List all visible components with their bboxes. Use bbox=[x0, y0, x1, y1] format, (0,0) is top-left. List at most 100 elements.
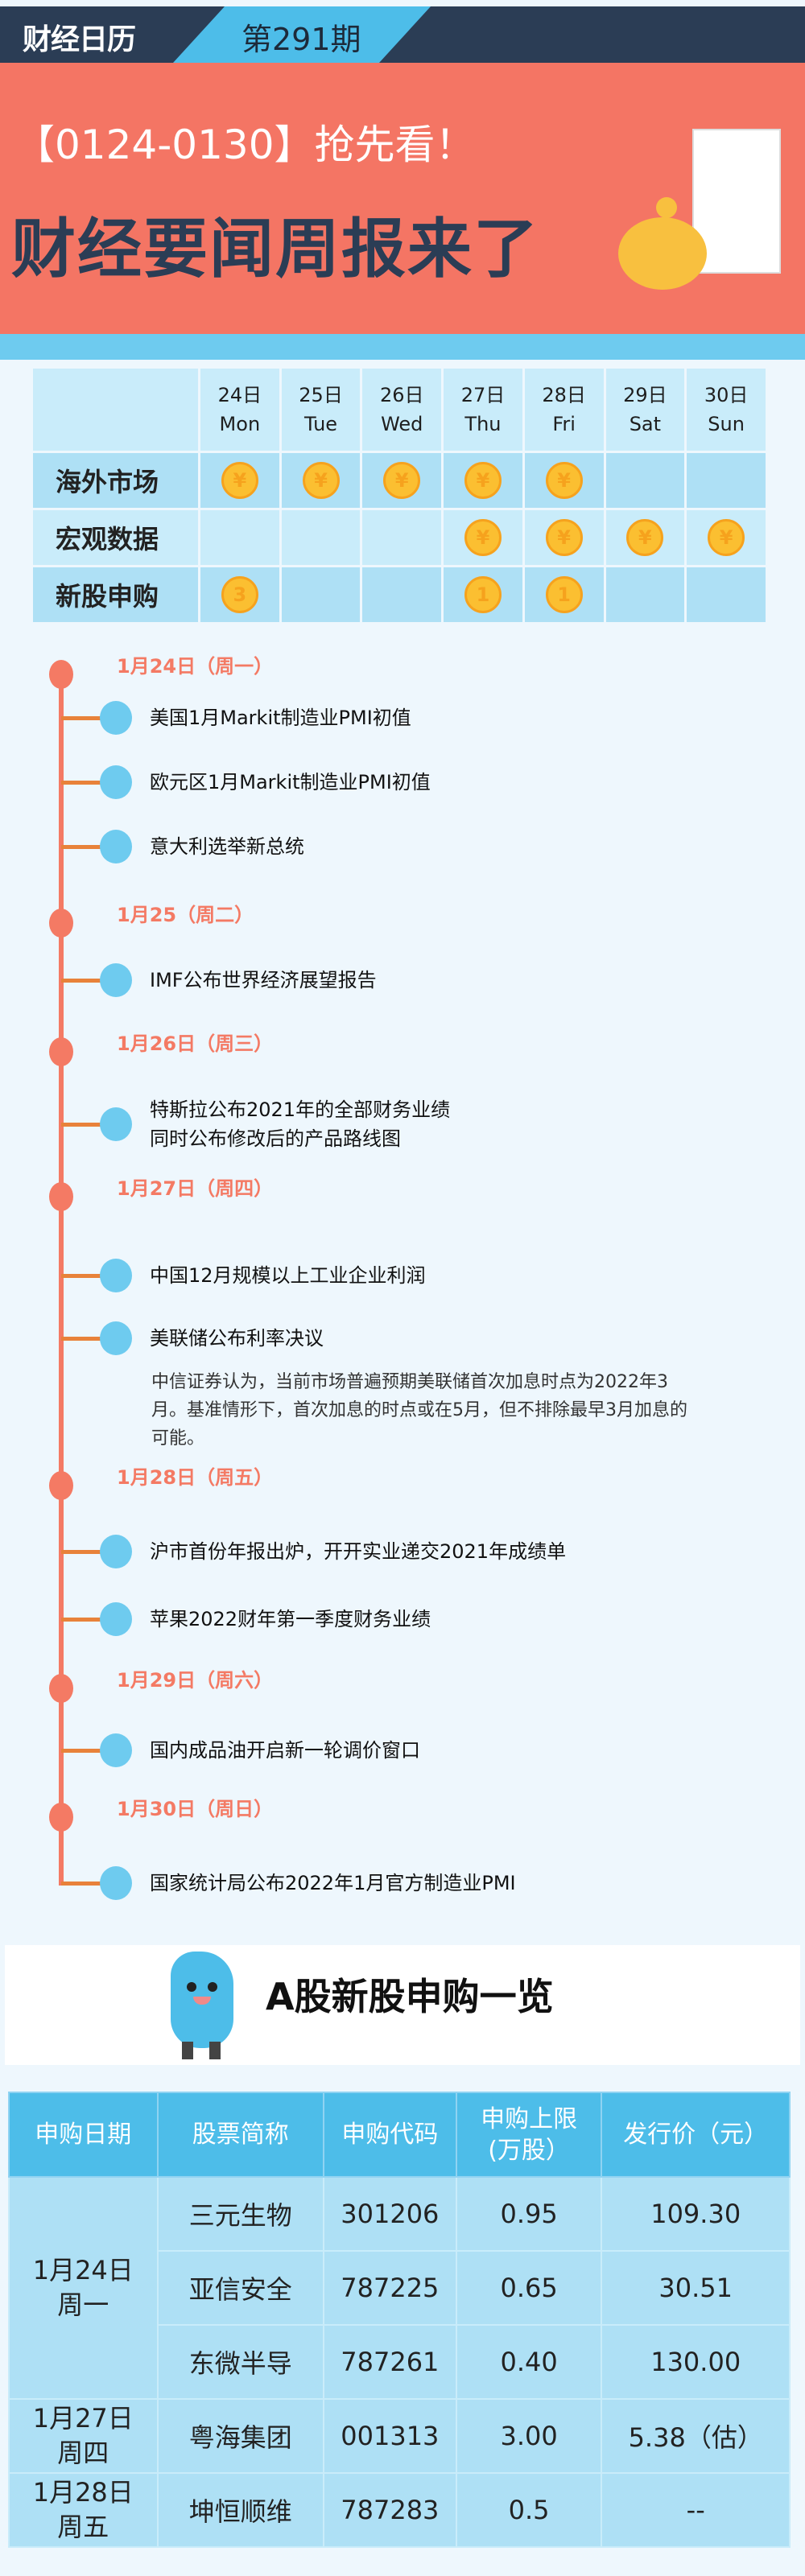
count-coin: 1 bbox=[464, 576, 502, 613]
event-text: 美国1月Markit制造业PMI初值 bbox=[150, 707, 411, 729]
column-header: 申购代码 bbox=[322, 2092, 457, 2178]
stock-name: 三元生物 bbox=[156, 2176, 324, 2252]
event-note: 中信证券认为，当前市场普遍预期美联储首次加息时点为2022年3月。基准情形下，首… bbox=[151, 1372, 687, 1449]
event-marker bbox=[100, 830, 132, 863]
calendar-cell bbox=[605, 567, 685, 622]
subscription-limit: 0.5 bbox=[455, 2472, 603, 2548]
calendar-cell bbox=[281, 510, 361, 565]
column-header: 申购日期 bbox=[8, 2092, 159, 2178]
count-coin: 1 bbox=[545, 576, 583, 613]
calendar-cell: ¥ bbox=[281, 453, 361, 508]
connector bbox=[61, 1337, 105, 1341]
connector bbox=[61, 1550, 105, 1554]
calendar-cell: ¥ bbox=[524, 453, 604, 508]
calendar-row: 宏观数据 ¥ ¥ ¥ ¥ bbox=[33, 510, 766, 565]
date-marker bbox=[49, 1803, 73, 1832]
date-marker bbox=[49, 1471, 73, 1500]
day-date: 24日 bbox=[217, 384, 262, 406]
issue-price: 130.00 bbox=[601, 2324, 791, 2400]
date-label: 1月26日（周三） bbox=[117, 1032, 274, 1055]
event-marker bbox=[100, 1259, 132, 1292]
day-header: 29日 Sat bbox=[605, 369, 685, 451]
calendar-cell: ¥ bbox=[362, 453, 442, 508]
subscription-date: 1月27日 周四 bbox=[8, 2398, 159, 2474]
date-label: 1月28日（周五） bbox=[117, 1466, 274, 1489]
divider-stripe bbox=[0, 334, 805, 360]
timeline-line bbox=[59, 674, 64, 1886]
event-marker bbox=[100, 1535, 132, 1568]
yen-coin-icon: ¥ bbox=[464, 519, 502, 556]
yen-coin-icon: ¥ bbox=[545, 519, 583, 556]
calendar-cell bbox=[687, 567, 766, 622]
yen-coin-icon: ¥ bbox=[383, 462, 421, 499]
calendar-cell: ¥ bbox=[444, 453, 522, 508]
row-label: 宏观数据 bbox=[33, 510, 198, 565]
stock-code: 787283 bbox=[322, 2472, 457, 2548]
event-marker bbox=[100, 1733, 132, 1767]
brand-logo: 财经日历 bbox=[23, 23, 136, 56]
column-header: 股票简称 bbox=[156, 2092, 324, 2178]
connector bbox=[61, 781, 105, 785]
ipo-banner bbox=[5, 1945, 800, 2065]
ipo-title: A股新股申购一览 bbox=[266, 1975, 554, 2018]
yen-coin-icon: ¥ bbox=[545, 462, 583, 499]
event-text: 中国12月规模以上工业企业利润 bbox=[150, 1264, 426, 1287]
day-header: 27日 Thu bbox=[444, 369, 522, 451]
connector bbox=[61, 1274, 105, 1278]
calendar-cell: ¥ bbox=[687, 510, 766, 565]
yen-coin-icon: ¥ bbox=[626, 519, 664, 556]
calendar-cell: ¥ bbox=[524, 510, 604, 565]
connector bbox=[61, 1618, 105, 1622]
subscription-limit: 0.65 bbox=[455, 2250, 603, 2326]
event-marker bbox=[100, 1107, 132, 1141]
connector bbox=[61, 1749, 105, 1753]
calendar-cell bbox=[200, 510, 279, 565]
subscription-limit: 3.00 bbox=[455, 2398, 603, 2474]
newspaper-icon bbox=[692, 129, 781, 274]
event-marker bbox=[100, 1602, 132, 1636]
stock-name: 坤恒顺维 bbox=[156, 2472, 324, 2548]
event-text: 特斯拉公布2021年的全部财务业绩 同时公布修改后的产品路线图 bbox=[150, 1098, 451, 1150]
day-date: 29日 bbox=[623, 384, 667, 406]
yen-coin-icon: ¥ bbox=[302, 462, 340, 499]
issue-tab bbox=[173, 6, 431, 63]
stock-name: 东微半导 bbox=[156, 2324, 324, 2400]
event-marker bbox=[100, 701, 132, 735]
date-marker bbox=[49, 1182, 73, 1211]
day-of-week: Thu bbox=[464, 413, 502, 435]
calendar-cell bbox=[605, 453, 685, 508]
event-text: 意大利选举新总统 bbox=[150, 835, 304, 858]
stock-code: 787225 bbox=[322, 2250, 457, 2326]
date-label: 1月27日（周四） bbox=[117, 1177, 274, 1200]
day-of-week: Fri bbox=[552, 413, 576, 435]
day-header: 28日 Fri bbox=[524, 369, 604, 451]
calendar-cell bbox=[281, 567, 361, 622]
event-text: 国家统计局公布2022年1月官方制造业PMI bbox=[150, 1872, 516, 1894]
event-text: 苹果2022财年第一季度财务业绩 bbox=[150, 1608, 431, 1630]
calendar-row: 海外市场¥¥¥¥¥ bbox=[33, 453, 766, 508]
connector bbox=[61, 716, 105, 720]
issue-price: 5.38（估） bbox=[601, 2398, 791, 2474]
date-marker bbox=[49, 909, 73, 938]
event-text: 欧元区1月Markit制造业PMI初值 bbox=[150, 771, 431, 793]
event-marker bbox=[100, 963, 132, 997]
event-marker bbox=[100, 1321, 132, 1355]
date-marker bbox=[49, 1674, 73, 1703]
day-date: 27日 bbox=[460, 384, 506, 406]
calendar-cell: ¥ bbox=[444, 510, 522, 565]
calendar-cell: 1 bbox=[524, 567, 604, 622]
day-date: 28日 bbox=[542, 384, 586, 406]
connector bbox=[61, 1123, 105, 1127]
connector bbox=[61, 979, 105, 983]
row-label: 海外市场 bbox=[33, 453, 198, 508]
event-marker bbox=[100, 765, 132, 799]
calendar-cell: 3 bbox=[200, 567, 279, 622]
stock-name: 粤海集团 bbox=[156, 2398, 324, 2474]
day-of-week: Tue bbox=[304, 413, 338, 435]
day-of-week: Sat bbox=[629, 413, 662, 435]
